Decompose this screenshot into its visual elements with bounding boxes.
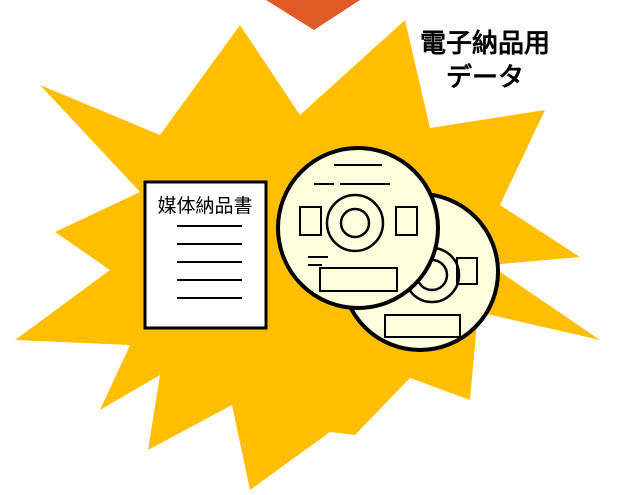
caption-line-2: データ [446, 62, 524, 93]
arrow-down-icon [266, 0, 360, 30]
document-icon: 媒体納品書 [143, 180, 268, 330]
caption-line-1: 電子納品用 [420, 28, 550, 59]
document-title: 媒体納品書 [157, 195, 252, 217]
disc-icon [276, 146, 440, 310]
